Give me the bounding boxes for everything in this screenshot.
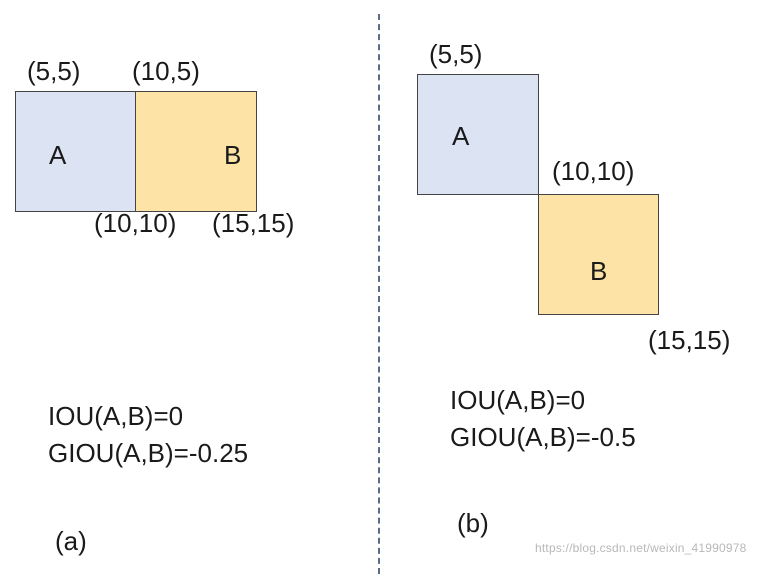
coord-b-bottom-right: (15,15) — [648, 325, 731, 355]
box-a: A — [15, 91, 136, 212]
coord-a-bottom-right: (10,10) — [94, 208, 177, 238]
giou-value: GIOU(A,B)=-0.5 — [450, 422, 636, 452]
caption-b: (b) — [457, 508, 489, 538]
box-b: B — [135, 91, 257, 212]
giou-value: GIOU(A,B)=-0.25 — [48, 438, 249, 468]
panel-a: (5,5) (10,5) A B (10,10) (15,15) IOU(A,B… — [0, 0, 378, 587]
caption-a: (a) — [55, 526, 87, 556]
iou-value: IOU(A,B)=0 — [450, 385, 586, 415]
coord-a-top-left: (5,5) — [27, 56, 81, 86]
panel-b: (5,5) A (10,10) B (15,15) IOU(A,B)=0 GIO… — [380, 0, 761, 587]
coord-a-top-left: (5,5) — [429, 39, 483, 69]
coord-b-top-left: (10,5) — [132, 56, 200, 86]
box-b-label: B — [224, 140, 242, 170]
box-a: A — [417, 74, 539, 195]
box-a-label: A — [49, 140, 67, 170]
coord-shared-corner: (10,10) — [552, 156, 635, 186]
box-b: B — [538, 194, 659, 315]
panel-divider — [378, 14, 380, 574]
box-b-label: B — [590, 256, 608, 286]
coord-b-bottom-right: (15,15) — [212, 208, 295, 238]
box-a-label: A — [452, 121, 470, 151]
watermark: https://blog.csdn.net/weixin_41990978 — [535, 541, 747, 555]
iou-value: IOU(A,B)=0 — [48, 401, 184, 431]
